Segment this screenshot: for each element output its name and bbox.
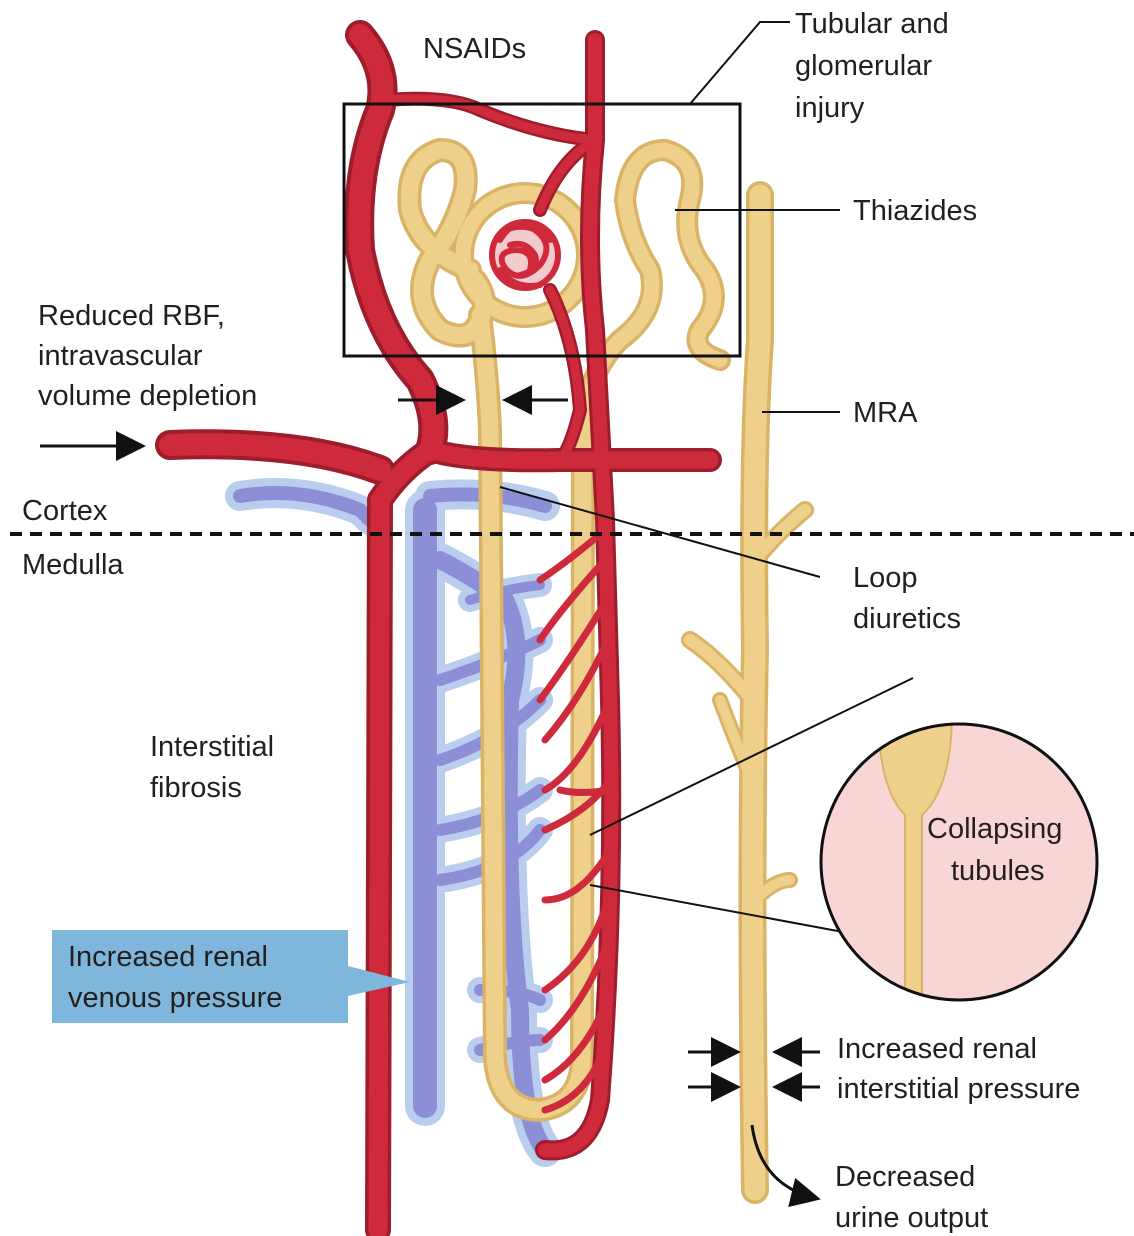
label-medulla: Medulla — [22, 549, 124, 581]
label-reduced-rbf-1: Reduced RBF, — [38, 300, 225, 332]
label-cortex: Cortex — [22, 495, 108, 527]
label-interstitial-fibrosis-2: fibrosis — [150, 772, 242, 804]
label-tubular-injury-2: glomerular — [795, 50, 932, 82]
label-tubular-injury-3: injury — [795, 92, 865, 124]
label-nsaids: NSAIDs — [423, 33, 526, 65]
label-venous-pressure-1: Increased renal — [68, 941, 268, 973]
label-collapsing-tubules-1: Collapsing — [927, 813, 1062, 845]
label-reduced-rbf-3: volume depletion — [38, 380, 257, 412]
label-interstitial-fibrosis-1: Interstitial — [150, 731, 274, 763]
collapsing-tubules-inset — [821, 680, 1097, 1010]
label-collapsing-tubules-2: tubules — [951, 855, 1045, 887]
glomerulus — [492, 222, 558, 288]
label-venous-pressure-2: venous pressure — [68, 982, 282, 1014]
label-urine-output-1: Decreased — [835, 1161, 975, 1193]
label-mra: MRA — [853, 397, 918, 429]
injury-leader-line — [690, 22, 790, 104]
label-loop-diuretics-2: diuretics — [853, 603, 961, 635]
label-interstitial-pressure-1: Increased renal — [837, 1033, 1037, 1065]
label-reduced-rbf-2: intravascular — [38, 340, 203, 372]
label-loop-diuretics-1: Loop — [853, 562, 918, 594]
label-interstitial-pressure-2: interstitial pressure — [837, 1073, 1080, 1105]
label-tubular-injury-1: Tubular and — [795, 8, 949, 40]
label-urine-output-2: urine output — [835, 1202, 988, 1234]
label-thiazides: Thiazides — [853, 195, 977, 227]
